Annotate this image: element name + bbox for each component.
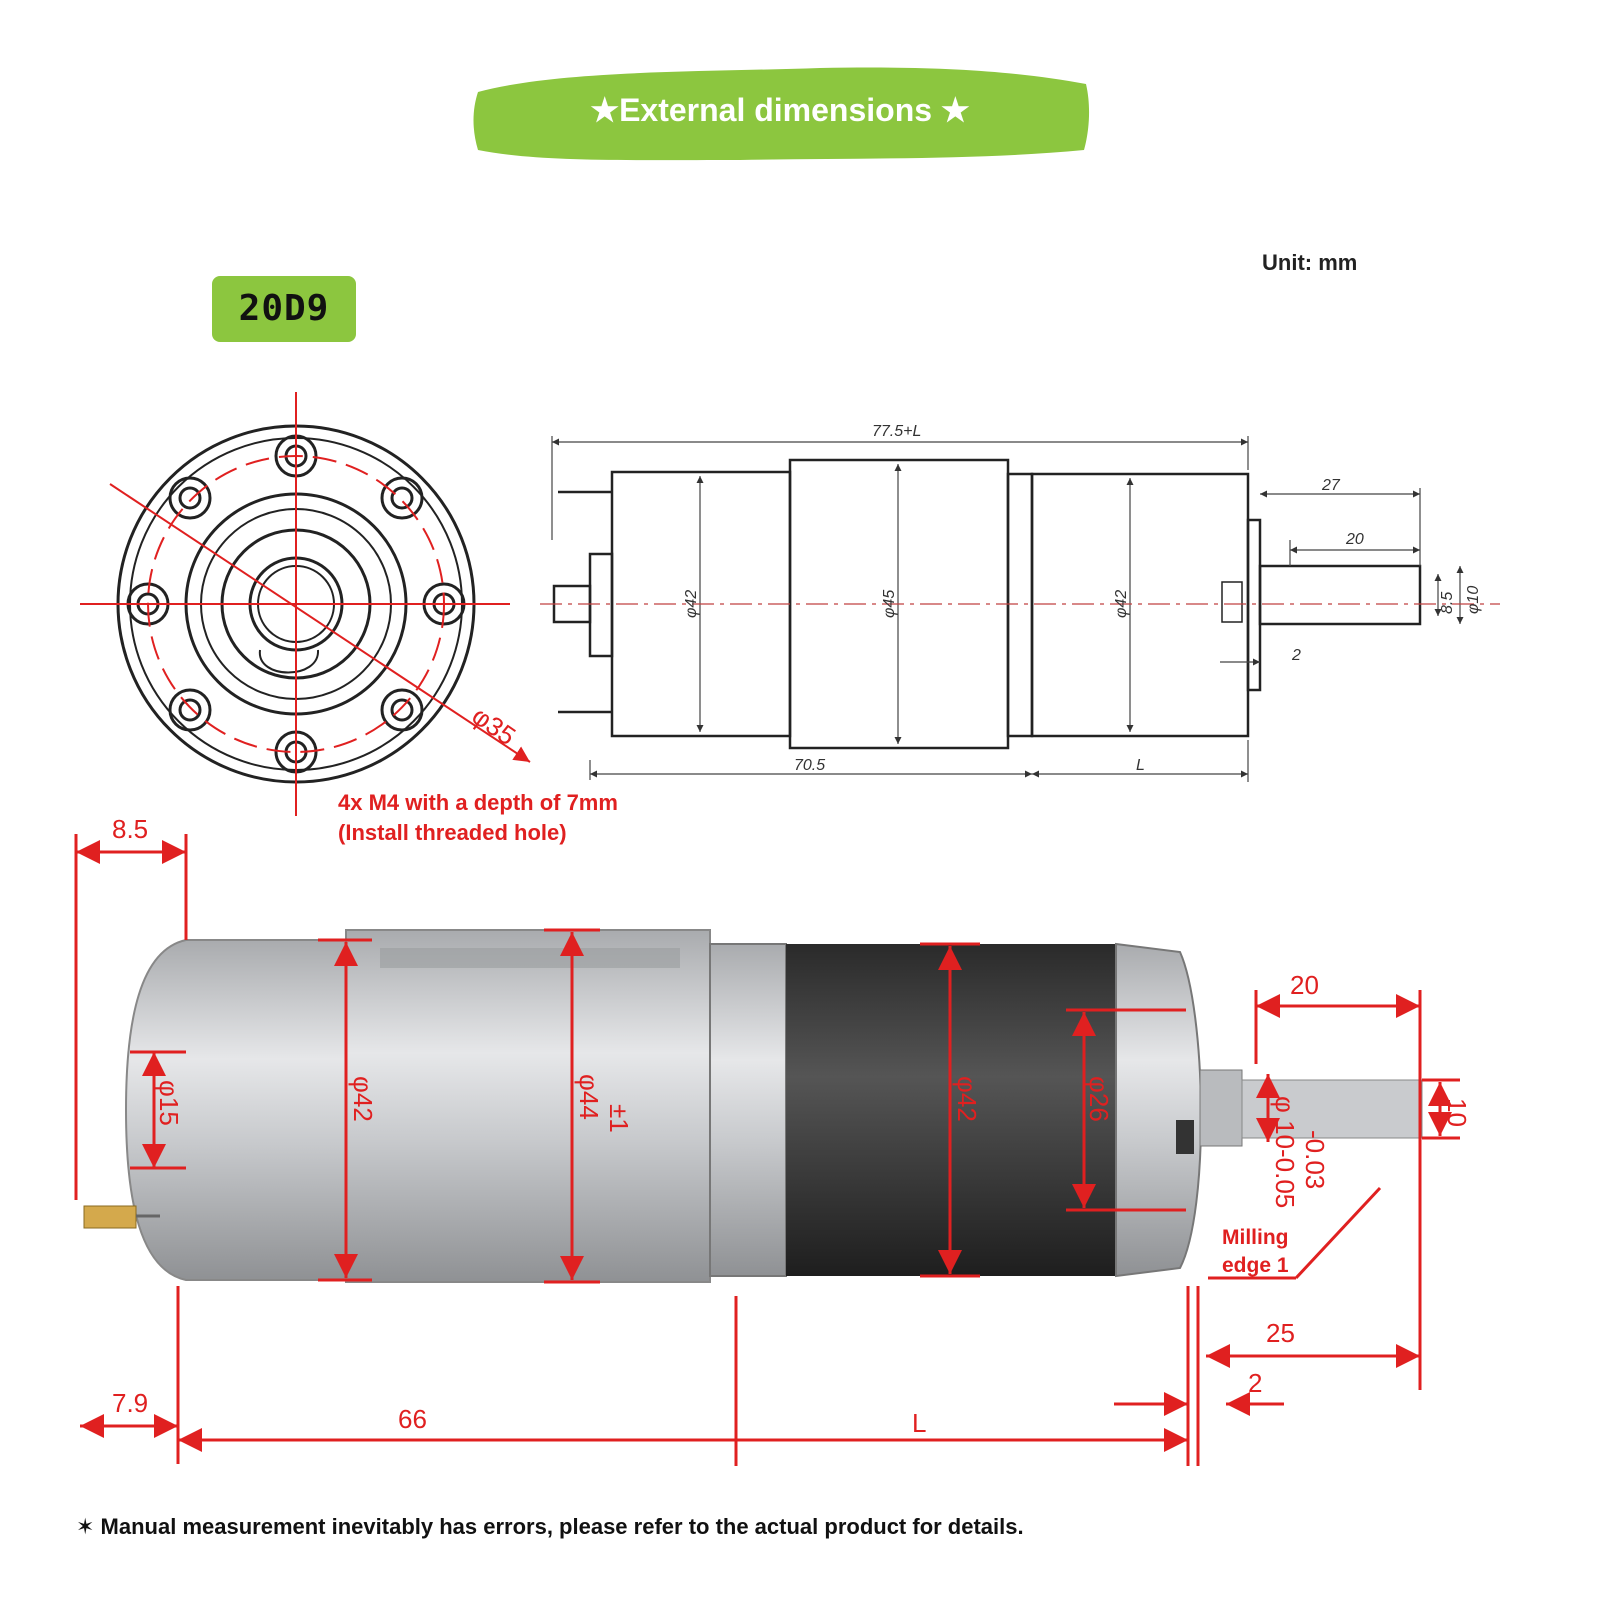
dim-8-5: 8.5 [112, 814, 148, 844]
end-view-centerlines [80, 392, 531, 816]
dim-gear-42: φ42 [952, 1076, 982, 1122]
dim-dia-middle: φ45 [881, 590, 898, 618]
dim-boss: 2 [1291, 647, 1301, 664]
front-cap [1115, 942, 1203, 1278]
dim-middle-tol: ±1 [604, 1104, 634, 1133]
dim-7-9: 7.9 [112, 1388, 148, 1418]
middle-section [345, 929, 711, 1283]
dim-shaft-flat: 20 [1345, 531, 1364, 548]
dim-shaft-flat-dia: 8.5 [1439, 592, 1456, 614]
rear-can [124, 939, 347, 1281]
photo-dimensions [74, 834, 1460, 1466]
dim-height-10: 10 [1442, 1098, 1472, 1127]
thread-note-line1: 4x M4 with a depth of 7mm [338, 790, 618, 815]
dim-motor-length: 70.5 [794, 757, 825, 774]
dim-L: L [912, 1408, 926, 1438]
dim-boss-15: φ15 [154, 1080, 184, 1126]
dim-dia-gearbox: φ42 [1113, 590, 1130, 618]
footnote: ✶ Manual measurement inevitably has erro… [76, 1514, 1024, 1539]
dim-shaft-10: φ 10-0.05 [1270, 1096, 1300, 1208]
dim-2: 2 [1248, 1368, 1262, 1398]
dim-dia-motor: φ42 [683, 590, 700, 618]
terminal [83, 1205, 137, 1229]
side-drawing-dims [540, 436, 1500, 782]
dim-66: 66 [398, 1404, 427, 1434]
ring-section [709, 943, 787, 1277]
output-boss [1199, 1069, 1243, 1147]
thread-note-line2: (Install threaded hole) [338, 820, 567, 845]
dim-middle-44: φ44 [574, 1074, 604, 1120]
dim-gearbox-length: L [1136, 757, 1145, 774]
dim-shaft-tol: -0.03 [1300, 1130, 1330, 1189]
banner-title: ★External dimensions ★ [590, 92, 970, 128]
dim-shaft-length: 27 [1321, 477, 1341, 494]
dim-flat-20: 20 [1290, 970, 1319, 1000]
dim-can-42: φ42 [348, 1076, 378, 1122]
dim-shaft-dia: φ10 [1465, 586, 1482, 614]
model-badge: 20D9 [212, 276, 356, 342]
title-banner [473, 67, 1090, 161]
dim-overall: 77.5+L [872, 423, 921, 440]
unit-label: Unit: mm [1262, 250, 1358, 275]
milling-edge-line2: edge 1 [1222, 1254, 1289, 1277]
dim-25: 25 [1266, 1318, 1295, 1348]
bolt-circle-label: φ35 [467, 700, 522, 751]
dim-boss-26: φ26 [1084, 1076, 1114, 1122]
milling-edge-line1: Milling [1222, 1226, 1289, 1249]
